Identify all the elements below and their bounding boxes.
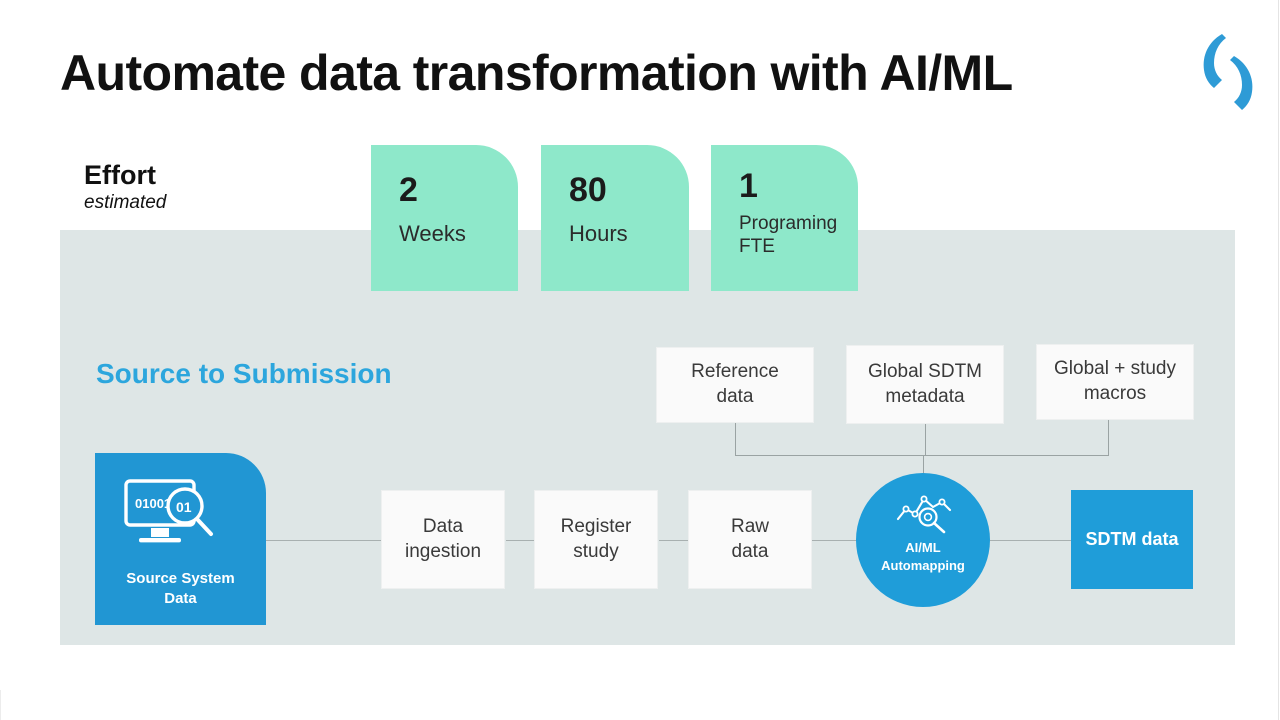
connector-metadata-drop (925, 422, 926, 456)
step-box-raw-data: Raw data (688, 490, 812, 589)
step-box-data-ingestion: Data ingestion (381, 490, 505, 589)
metric-card-hours: 80 Hours (541, 145, 689, 291)
connector-input-bus (735, 455, 1109, 456)
effort-subtitle: estimated (84, 192, 167, 214)
connector-raw-to-processor (812, 540, 862, 541)
source-system-data-label: Source System Data (126, 570, 235, 607)
input-box-reference-data: Reference data (656, 347, 814, 423)
metric-card-weeks: 2 Weeks (371, 145, 518, 291)
metric-value: 1 (739, 167, 758, 205)
step-box-register-study: Register study (534, 490, 658, 589)
effort-title: Effort (84, 160, 156, 190)
connector-source-to-ingestion (231, 540, 383, 541)
metric-unit: Hours (569, 221, 628, 246)
effort-block: Effort estimated (84, 160, 166, 214)
double-crescent-logo-icon (1192, 26, 1264, 118)
connector-register-to-raw (659, 540, 688, 541)
slide-right-edge-rule (1278, 0, 1279, 720)
page-title: Automate data transformation with AI/ML (60, 45, 1013, 101)
connector-reference-drop (735, 423, 736, 456)
metric-unit: Programing FTE (739, 213, 838, 257)
connector-processor-to-output (990, 540, 1071, 541)
monitor-binary-magnifier-icon: 01001 01 (123, 478, 217, 552)
metric-unit: Weeks (399, 221, 466, 246)
input-box-global-study-macros: Global + study macros (1036, 344, 1194, 420)
svg-text:01001: 01001 (135, 496, 171, 511)
aiml-automapping-label: AI/ML Automapping (881, 540, 965, 573)
line-chart-magnifier-icon (894, 493, 954, 535)
section-heading: Source to Submission (96, 358, 392, 389)
source-system-data-card: 01001 01 Source System Data (95, 453, 266, 625)
input-box-global-sdtm-metadata: Global SDTM metadata (846, 345, 1004, 424)
connector-macros-drop (1108, 420, 1109, 456)
connector-ingestion-to-register (506, 540, 535, 541)
slide-left-edge-rule (0, 690, 1, 720)
metric-value: 2 (399, 171, 418, 209)
svg-text:01: 01 (176, 499, 192, 515)
metric-card-fte: 1 Programing FTE (711, 145, 858, 291)
metric-value: 80 (569, 171, 607, 209)
aiml-automapping-node: AI/ML Automapping (856, 473, 990, 607)
sdtm-data-output-box: SDTM data (1071, 490, 1193, 589)
